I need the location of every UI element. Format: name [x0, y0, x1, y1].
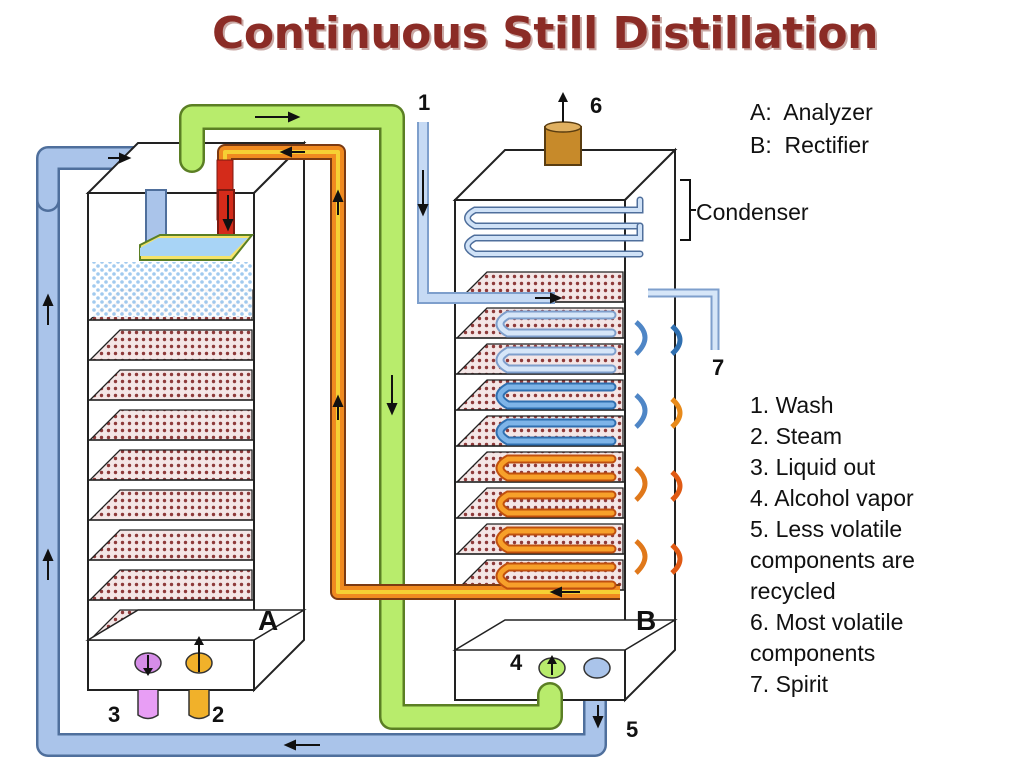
legend-item-b: B: Rectifier: [750, 132, 869, 158]
flow-mark: [634, 466, 648, 502]
flow-mark: [670, 543, 683, 575]
page-title: Continuous Still Distillation: [212, 8, 878, 59]
flow-arrows: [42, 111, 604, 751]
legend-line: 5. Less volatile: [750, 516, 903, 542]
tray: [88, 409, 254, 441]
column-a-outlets: [134, 636, 213, 720]
tray: [88, 529, 254, 561]
coil-fill: [497, 564, 615, 588]
flow-mark: [670, 470, 683, 502]
number-4: 4: [510, 650, 523, 675]
legend-line: 2. Steam: [750, 423, 843, 449]
number-3: 3: [108, 702, 120, 727]
vapor-flow-marks: [634, 320, 683, 575]
legend-line: 3. Liquid out: [750, 454, 876, 480]
tray: [88, 489, 254, 521]
tray: [88, 569, 254, 601]
volatile-outlet-cap: [544, 92, 582, 166]
number-2: 2: [212, 702, 224, 727]
coil-fill: [497, 312, 615, 336]
column-b-label: B: [636, 605, 656, 636]
number-5: 5: [626, 717, 638, 742]
number-6: 6: [590, 93, 602, 118]
legend-line: components are: [750, 547, 915, 573]
spirit-outlet-pipe: [648, 288, 720, 350]
coil-fill: [497, 384, 615, 408]
legend-line: 1. Wash: [750, 392, 834, 418]
coil-fill: [497, 348, 615, 372]
legend-line: recycled: [750, 578, 836, 604]
condenser-bracket: [680, 179, 696, 241]
legend-item-a: A: Analyzer: [750, 99, 873, 125]
number-1: 1: [418, 90, 430, 115]
legend-line: 6. Most volatile: [750, 609, 904, 635]
tray: [88, 329, 254, 361]
flow-mark: [634, 320, 648, 356]
coil-fill: [497, 420, 615, 444]
flow-mark: [634, 539, 648, 575]
number-7: 7: [712, 355, 724, 380]
legend-line: components: [750, 640, 876, 666]
condenser-label: Condenser: [696, 199, 809, 225]
coil-fill: [497, 492, 615, 516]
column-a-head: [92, 189, 255, 317]
column-b-outlets: [538, 655, 611, 679]
coil-fill: [497, 456, 615, 480]
flow-mark: [634, 393, 648, 429]
recycle-pipe: [36, 146, 607, 757]
legend-line: 4. Alcohol vapor: [750, 485, 914, 511]
flow-mark: [670, 324, 683, 356]
coil-fill: [497, 528, 615, 552]
tray: [88, 449, 254, 481]
flow-mark: [670, 397, 683, 429]
legend-line: 7. Spirit: [750, 671, 828, 697]
rectifier-coils: [495, 310, 617, 590]
condenser-coils: [464, 196, 644, 258]
wash-pipe: [179, 104, 563, 730]
column-a-label: A: [258, 605, 278, 636]
legend-numbered: 1. Wash 2. Steam 3. Liquid out 4. Alcoho…: [750, 390, 1020, 700]
tray: [88, 369, 254, 401]
legend-columns: A: Analyzer B: Rectifier: [750, 96, 873, 162]
